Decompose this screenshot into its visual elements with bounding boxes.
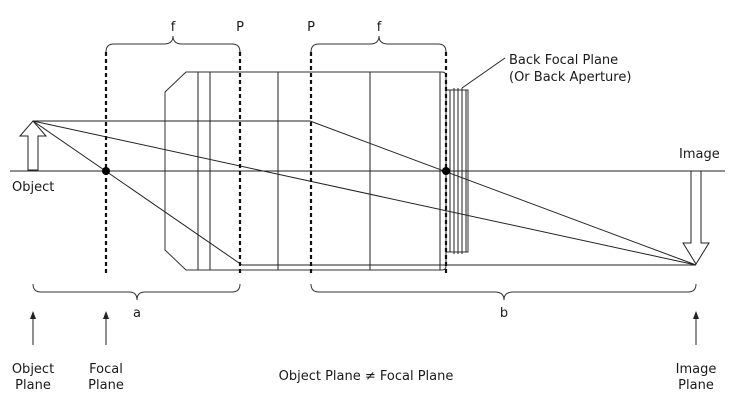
label-focal-plane-1: Focal <box>89 362 123 377</box>
light-rays <box>32 120 697 266</box>
label-object-plane-2: Plane <box>15 378 51 393</box>
caption-object-plane-not-focal-plane: Object Plane ≠ Focal Plane <box>279 369 454 384</box>
label-image-plane-2: Plane <box>678 378 714 393</box>
back-focal-leader-line <box>461 57 506 89</box>
label-object-plane-1: Object <box>12 362 54 377</box>
front-focal-point <box>102 167 110 175</box>
focal-plane-arrow <box>103 311 109 345</box>
label-object: Object <box>12 180 54 195</box>
brace-a <box>32 283 241 301</box>
label-p-right: P <box>307 20 315 35</box>
chief-ray <box>32 120 697 266</box>
label-b: b <box>500 306 508 321</box>
label-back-aperture: (Or Back Aperture) <box>509 70 631 85</box>
brace-f-right <box>310 35 447 53</box>
label-p-left: P <box>236 20 244 35</box>
label-image-plane-1: Image <box>676 362 717 377</box>
label-focal-plane-2: Plane <box>88 378 124 393</box>
label-a: a <box>133 306 141 321</box>
brace-f-left <box>105 35 241 53</box>
refracted-ray <box>309 120 697 266</box>
label-f-left: f <box>171 20 176 35</box>
object-arrow <box>18 120 48 171</box>
object-plane-arrow <box>30 311 36 345</box>
brace-b <box>310 283 697 301</box>
label-image: Image <box>679 147 720 162</box>
image-plane-arrow <box>693 311 699 345</box>
image-arrow <box>682 170 710 265</box>
focal-ray <box>32 120 243 266</box>
back-focal-point <box>442 167 450 175</box>
label-f-right: f <box>377 20 382 35</box>
label-back-focal-plane: Back Focal Plane <box>509 53 618 68</box>
